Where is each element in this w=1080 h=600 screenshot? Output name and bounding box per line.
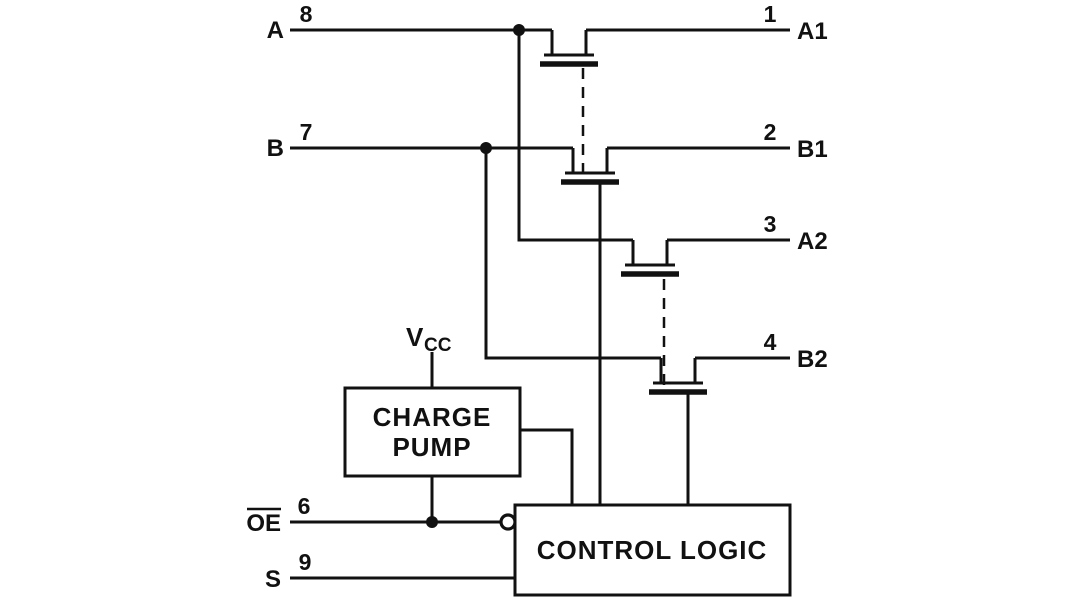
vcc-label-subscript: CC [424,335,452,356]
vcc-label: V CC [406,322,452,356]
pin-a2-label: A2 [797,228,828,255]
fet-b-b1-stubs [571,148,609,173]
pin-s-label: S [265,566,281,593]
charge-pump-label-line2: PUMP [392,432,471,462]
charge-pump-label-line1: CHARGE [373,402,492,432]
pin-a1-label: A1 [797,18,828,45]
pin-b1-number: 2 [764,119,777,145]
fet-switch-b-b2 [649,358,707,395]
fet-a-a2-stubs [631,240,669,265]
vcc-label-letter: V [406,322,424,352]
pin-b2-number: 4 [764,329,777,355]
junction-dot-b [480,142,492,154]
branch-b-to-b2 [484,148,661,360]
fet-b-b2-stubs [659,358,697,383]
pin-b-label: B [267,135,284,162]
branch-a-to-a2 [517,30,633,242]
pin-a2-number: 3 [764,211,777,237]
charge-pump-box [343,386,522,478]
control-logic-label: CONTROL LOGIC [537,535,768,565]
charge-pump-output-wire [520,428,574,505]
junction-dot-a [513,24,525,36]
junction-dot-oe [426,516,438,528]
pin-a-label: A [267,17,284,44]
pin-b2-label: B2 [797,346,828,373]
pin-oe-number: 6 [298,493,311,519]
pin-oe-label: OE [246,510,281,537]
fet-a-a1-stubs [550,30,588,55]
fet-switch-a-a1 [540,30,598,67]
pin-b-number: 7 [300,119,313,145]
pin-a-number: 8 [300,1,313,27]
oe-inverter-bubble [499,513,517,531]
fet-switch-a-a2 [621,240,679,277]
pin-a1-number: 1 [764,1,777,27]
control-logic-box [513,503,792,597]
fet-switch-b-b1 [561,148,619,185]
pin-s-number: 9 [299,549,312,575]
pin-b1-label: B1 [797,136,828,163]
